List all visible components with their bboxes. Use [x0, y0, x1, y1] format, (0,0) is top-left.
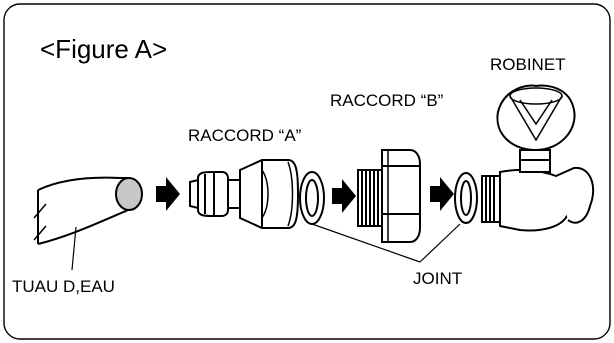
figure-title: <Figure A>	[40, 34, 167, 64]
label-robinet: ROBINET	[490, 55, 566, 74]
hose-end	[115, 177, 143, 211]
joint-leader-lines	[311, 223, 461, 263]
label-raccord-b: RACCORD “B”	[330, 91, 444, 110]
raccord-b	[357, 149, 421, 243]
label-raccord-a: RACCORD “A”	[188, 126, 302, 145]
joint-washer-right	[454, 172, 478, 224]
robinet-faucet	[481, 84, 595, 232]
figure-frame	[3, 3, 611, 340]
arrow-right-icon	[332, 179, 356, 213]
label-tuau: TUAU D,EAU	[12, 277, 115, 296]
arrow-right-icon	[430, 177, 454, 211]
hose-leader-line	[71, 226, 77, 271]
raccord-a	[189, 159, 300, 229]
arrow-right-icon	[156, 177, 180, 211]
water-hose	[33, 176, 143, 245]
label-joint: JOINT	[413, 269, 462, 288]
